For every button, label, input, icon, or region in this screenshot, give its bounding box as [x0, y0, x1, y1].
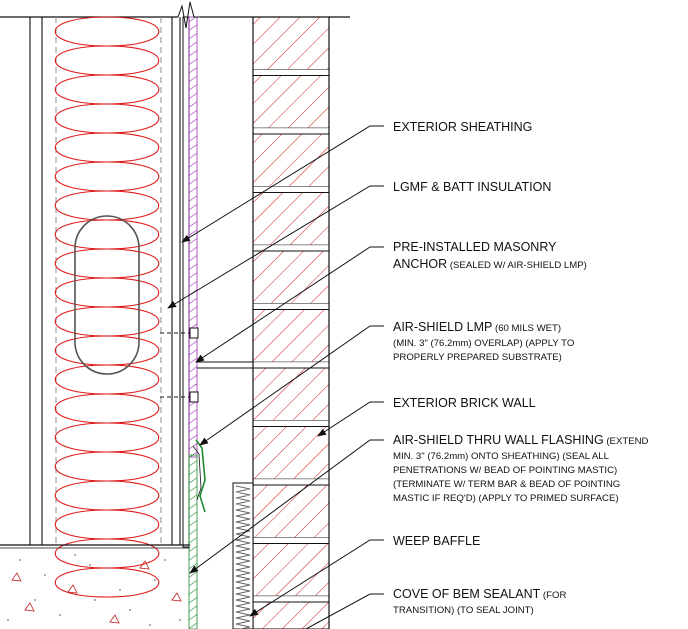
brick-course — [252, 75, 330, 129]
callout-cove-sealant-line1: COVE OF BEM SEALANT (FOR — [393, 587, 566, 601]
callout-air-shield-lmp-line3: PROPERLY PREPARED SUBSTRATE) — [393, 352, 562, 363]
leader-air-shield-lmp — [199, 325, 384, 446]
aggregate-dot — [179, 619, 181, 621]
triangle-speck-icon — [24, 602, 35, 612]
brick-course — [252, 133, 330, 187]
aggregate-dot — [7, 619, 9, 621]
aggregate-dot — [74, 554, 76, 556]
batt-insulation-loops — [55, 16, 159, 598]
brick-course — [252, 601, 330, 629]
weep-baffle — [232, 482, 254, 629]
steel-stud-framing — [29, 17, 181, 545]
callout-masonry-anchor-line2: ANCHOR (SEALED W/ AIR-SHIELD LMP) — [393, 257, 587, 271]
batt-insulation — [55, 16, 159, 598]
callout-air-shield-lmp-line1: AIR-SHIELD LMP (60 MILS WET) — [393, 320, 561, 334]
break-line — [177, 1, 200, 29]
triangle-speck-icon — [139, 560, 150, 570]
brick-course — [252, 543, 330, 597]
triangle-speck-icon — [67, 584, 78, 594]
stud-web-slot — [74, 215, 140, 375]
aggregate-dot — [19, 559, 21, 561]
mortar-joint — [252, 478, 330, 486]
triangle-speck-icon — [109, 614, 120, 624]
leader-exterior-sheathing — [181, 125, 384, 243]
callout-air-shield-lmp-line2: (MIN. 3" (76.2mm) OVERLAP) (APPLY TO — [393, 338, 574, 349]
exterior-sheathing — [182, 16, 198, 629]
callout-brick-wall: EXTERIOR BRICK WALL — [393, 396, 536, 410]
callout-thru-wall-flashing-line3: PENETRATIONS W/ BEAD OF POINTING MASTIC) — [393, 465, 617, 476]
triangle-speck-icon — [11, 572, 22, 582]
leader-lgmf-batt — [167, 185, 384, 309]
exterior-brick-wall — [252, 16, 330, 629]
leader-weep-baffle — [249, 539, 384, 617]
callout-cove-sealant-line2: TRANSITION) (TO SEAL JOINT) — [393, 605, 534, 616]
brick-course — [252, 367, 330, 421]
aggregate-dot — [164, 559, 166, 561]
concrete-slab — [0, 544, 190, 626]
callout-masonry-anchor-line1: PRE-INSTALLED MASONRY — [393, 240, 557, 254]
callout-thru-wall-flashing-line1: AIR-SHIELD THRU WALL FLASHING (EXTEND — [393, 433, 649, 447]
aggregate-dot — [34, 599, 36, 601]
callout-lgmf-batt: LGMF & BATT INSULATION — [393, 180, 551, 194]
brick-course — [252, 192, 330, 246]
aggregate-dot — [94, 599, 96, 601]
callout-thru-wall-flashing-line5: MASTIC IF REQ'D) (APPLY TO PRIMED SURFAC… — [393, 493, 619, 504]
aggregate-dot — [149, 624, 151, 626]
brick-course — [252, 484, 330, 538]
brick-course — [252, 426, 330, 480]
leader-lines — [167, 125, 384, 629]
mortar-joint — [252, 303, 330, 310]
triangle-speck-icon — [171, 592, 182, 602]
aggregate-dot — [44, 574, 46, 576]
brick-course — [252, 309, 330, 363]
mortar-joint — [252, 69, 330, 76]
mortar-joint — [252, 420, 330, 427]
brick-course — [252, 16, 330, 70]
callout-exterior-sheathing: EXTERIOR SHEATHING — [393, 120, 532, 134]
mortar-joint — [252, 595, 330, 603]
mortar-joint — [252, 127, 330, 135]
callout-weep-baffle: WEEP BAFFLE — [393, 534, 480, 548]
brick-course — [252, 250, 330, 304]
aggregate-dot — [89, 564, 91, 566]
aggregate-dot — [59, 614, 61, 616]
leader-cove-sealant — [305, 593, 384, 629]
aggregate-dot — [129, 609, 131, 611]
leader-brick-wall — [317, 401, 384, 437]
callout-thru-wall-flashing-line4: (TERMINATE W/ TERM BAR & BEAD OF POINTIN… — [393, 479, 620, 490]
aggregate-dot — [154, 579, 156, 581]
leader-masonry-anchor — [195, 246, 384, 363]
leader-thru-wall-flashing — [189, 439, 384, 574]
callout-thru-wall-flashing-line2: MIN. 3" (76.2mm) ONTO SHEATHING) (SEAL A… — [393, 451, 610, 462]
mortar-joint — [252, 537, 330, 544]
aggregate-dot — [119, 589, 121, 591]
